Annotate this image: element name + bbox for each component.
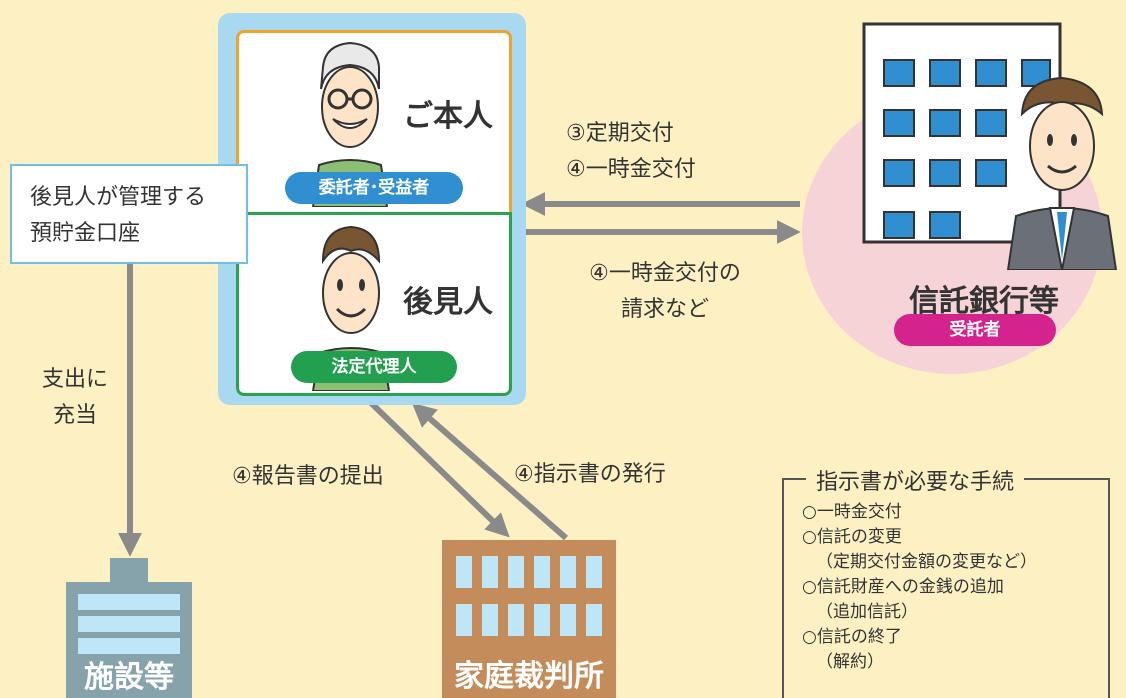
flow-allocate: 充当 (52, 403, 97, 428)
note-item: （定期交付金額の変更など） (816, 552, 1037, 572)
flow-request-etc: 請求など (620, 297, 709, 322)
account-line-2: 預貯金口座 (30, 221, 141, 246)
principal-name: ご本人 (403, 99, 493, 134)
flow-label-report-submit: ④報告書の提出 (232, 464, 384, 489)
principal-card: ご本人 委託者･受益者 (236, 30, 512, 215)
bank-name: 信託銀行等 (909, 284, 1059, 319)
guardian-role-badge: 法定代理人 (291, 351, 457, 383)
flow-label-bank-to-principal: ③定期交付 ④一時金交付 (566, 116, 696, 188)
note-item: ○信託の変更 (802, 527, 902, 547)
arrow-guardian-to-court (363, 395, 510, 538)
principal-role-badge: 委託者･受益者 (285, 172, 463, 204)
bank-staff-icon (1006, 76, 1118, 270)
flow-lump-sum-request: ④一時金交付の (589, 261, 741, 286)
flow-lump-sum: ④一時金交付 (566, 157, 696, 182)
flow-label-account-to-facility: 支出に 充当 (20, 362, 130, 434)
arrow-court-to-guardian (411, 402, 568, 541)
bank-building-icon (862, 22, 1062, 244)
facility-name: 施設等 (66, 658, 192, 698)
court-building-icon (442, 540, 616, 658)
note-item: ○信託の終了 (802, 627, 902, 647)
note-item: ○信託財産への金銭の追加 (802, 577, 1004, 597)
flow-label-instruction-issue: ④指示書の発行 (514, 462, 666, 487)
court-name: 家庭裁判所 (442, 656, 616, 698)
flow-regular-payment: ③定期交付 (566, 121, 674, 146)
bank-account-box: 後見人が管理する 預貯金口座 (10, 164, 248, 264)
notes-list: ○一時金交付 ○信託の変更 （定期交付金額の変更など） ○信託財産への金銭の追加… (802, 500, 1037, 675)
notes-title: 指示書が必要な手続 (806, 464, 1025, 496)
account-line-1: 後見人が管理する (30, 185, 207, 210)
note-item: （解約） (816, 652, 884, 672)
guardian-name: 後見人 (403, 285, 493, 320)
bank-role-badge: 受託者 (894, 314, 1056, 346)
flow-label-guardian-to-bank: ④一時金交付の 請求など (560, 256, 770, 328)
guardian-card: 後見人 法定代理人 (236, 212, 512, 396)
note-item: （追加信託） (816, 602, 918, 622)
flow-expense: 支出に (41, 367, 108, 392)
note-item: ○一時金交付 (802, 502, 902, 522)
